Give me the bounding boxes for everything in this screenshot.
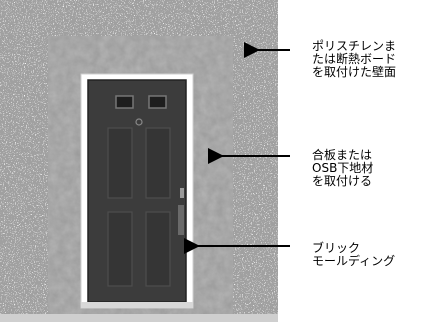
door-lock <box>180 188 184 198</box>
panel-lower-right <box>145 211 171 287</box>
threshold <box>81 302 193 308</box>
brick-molding-label: ブリック モールディング <box>312 241 396 268</box>
door-window-right <box>148 95 167 109</box>
sheathing-label: 合板または OSB下地材 を取付ける <box>312 148 374 188</box>
door-panels <box>107 127 171 287</box>
wall-label: ポリスチレンま たは断熱ボード を取付けた壁面 <box>312 39 397 79</box>
ground-line <box>0 314 278 322</box>
door-handle <box>178 205 184 235</box>
door-window-left <box>115 95 134 109</box>
door-knocker <box>135 118 143 126</box>
door <box>88 80 186 302</box>
panel-lower-left <box>107 211 133 287</box>
panel-upper-right <box>145 127 171 199</box>
panel-upper-left <box>107 127 133 199</box>
